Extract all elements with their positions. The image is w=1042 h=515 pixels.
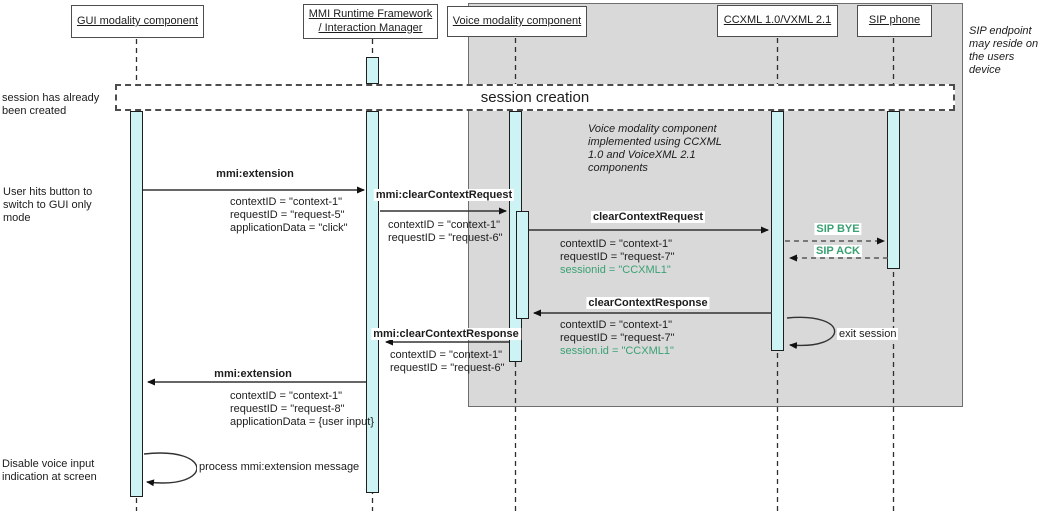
label-sip-ack: SIP ACK [813, 245, 863, 257]
label-process-mmi-extension: process mmi:extension message [197, 461, 362, 473]
label-sip-bye: SIP BYE [814, 223, 862, 235]
label-mmi-extension-2: mmi:extension [212, 368, 294, 380]
label-mmi-extension-1: mmi:extension [214, 168, 296, 180]
params-mmi-clearcontextrequest: contextID = "context-1" requestID = "req… [388, 219, 503, 244]
activation-ccxml [771, 111, 784, 351]
participant-mmi: MMI Runtime Framework / Interaction Mana… [303, 4, 438, 39]
label-exit-session: exit session [837, 328, 899, 340]
activation-mmi-top [366, 57, 379, 84]
note-sip-endpoint: SIP endpoint may reside on the users dev… [969, 25, 1039, 76]
params-mmi-extension-1: contextID = "context-1" requestID = "req… [230, 196, 348, 234]
params-mmi-clearcontextresponse: contextID = "context-1" requestID = "req… [390, 349, 505, 374]
params-mmi-extension-2: contextID = "context-1" requestID = "req… [230, 390, 375, 428]
params-clearcontextresponse-black: contextID = "context-1" requestID = "req… [560, 319, 675, 344]
participant-voice: Voice modality component [447, 6, 587, 37]
annotation-disable-voice: Disable voice input indication at screen [2, 458, 97, 483]
activation-sip [887, 111, 900, 269]
activation-voice-nested [516, 211, 529, 319]
params-clearcontextrequest: contextID = "context-1" requestID = "req… [560, 238, 675, 277]
activation-mmi [366, 111, 379, 493]
label-mmi-clearcontextresponse: mmi:clearContextResponse [371, 328, 521, 340]
session-creation-fragment [115, 84, 955, 111]
params-clearcontextresponse-green: session.id = "CCXML1" [560, 345, 674, 357]
annotation-session-created: session has already been created [2, 92, 100, 117]
params-clearcontextrequest-black: contextID = "context-1" requestID = "req… [560, 238, 675, 263]
participant-sip: SIP phone [857, 5, 932, 37]
params-clearcontextresponse: contextID = "context-1" requestID = "req… [560, 319, 675, 358]
label-clearcontextrequest: clearContextRequest [590, 211, 706, 223]
annotation-user-hits-button: User hits button to switch to GUI only m… [3, 186, 93, 224]
activation-gui [130, 111, 143, 497]
arrow-self-loop-gui [143, 452, 198, 487]
participant-ccxml: CCXML 1.0/VXML 2.1 [717, 5, 838, 37]
session-creation-label: session creation [480, 89, 590, 106]
participant-gui: GUI modality component [71, 5, 204, 38]
note-voice-component: Voice modality component implemented usi… [588, 123, 722, 174]
label-mmi-clearcontextrequest: mmi:clearContextRequest [373, 189, 515, 201]
params-clearcontextrequest-green: sessionid = "CCXML1" [560, 264, 671, 276]
label-clearcontextresponse: clearContextResponse [586, 297, 710, 309]
